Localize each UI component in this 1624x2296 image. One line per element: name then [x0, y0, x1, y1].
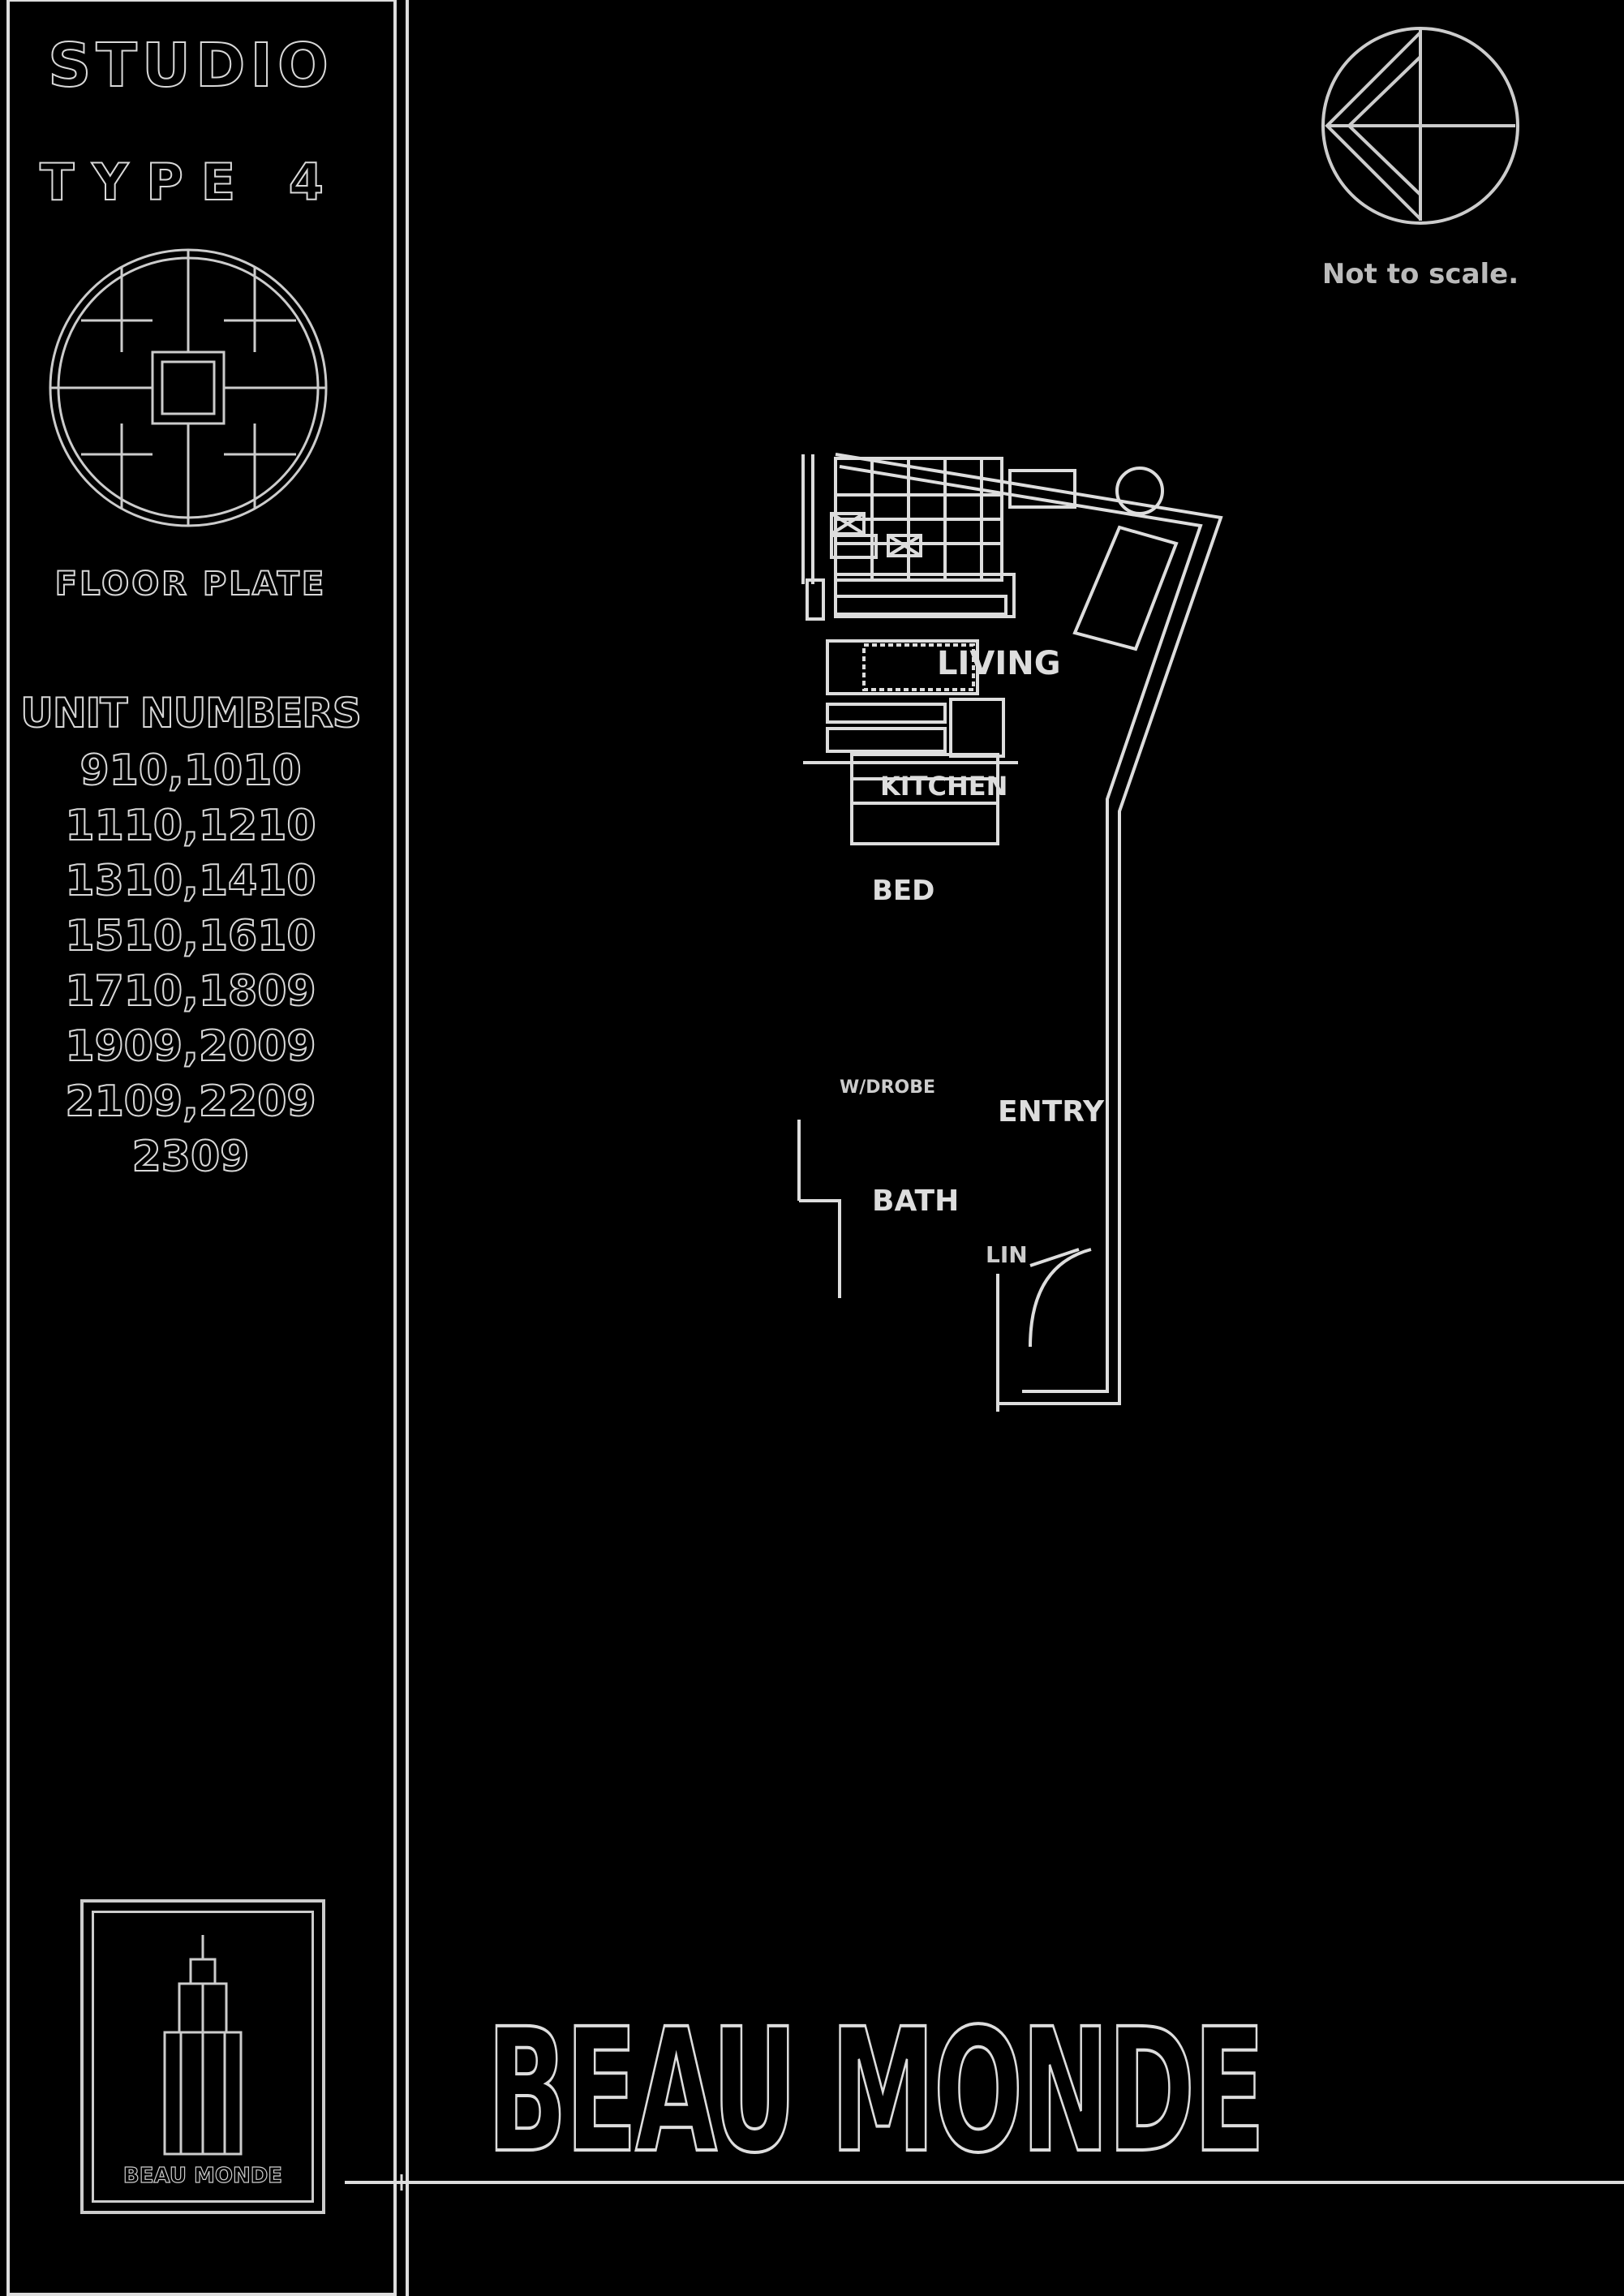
- unit-number-row: 1710,1809: [64, 966, 316, 1017]
- unit-numbers-list: UNIT NUMBERS 910,1010 1110,1210 1310,141…: [16, 689, 365, 1185]
- tower-icon: [163, 1935, 243, 2156]
- unit-number-row: 1510,1610: [64, 911, 316, 961]
- unit-numbers-heading: UNIT NUMBERS: [19, 689, 363, 737]
- unit-number-row: 1110,1210: [64, 801, 316, 851]
- unit-number-row: 910,1010: [79, 746, 302, 796]
- room-label-wardrobe: W/DROBE: [840, 1077, 936, 1098]
- unit-number-row: 2309: [131, 1132, 251, 1182]
- logo-text: BEAU MONDE: [122, 2163, 283, 2188]
- building-logo: BEAU MONDE: [80, 1899, 325, 2214]
- room-label-entry: ENTRY: [998, 1095, 1105, 1129]
- unit-style-title: STUDIO: [47, 30, 333, 101]
- brand-wordmark: BEAU MONDE: [486, 1990, 1266, 2192]
- unit-number-row: 1310,1410: [64, 856, 316, 906]
- room-label-bed: BED: [872, 875, 935, 907]
- room-label-bath: BATH: [872, 1185, 960, 1218]
- unit-number-row: 1909,2009: [64, 1021, 316, 1072]
- room-label-kitchen: KITCHEN: [880, 771, 1008, 802]
- unit-number-row: 2109,2209: [64, 1077, 316, 1127]
- unit-type-label: TYPE 4: [39, 152, 342, 213]
- floor-plate-label: FLOOR PLATE: [54, 565, 327, 604]
- scale-note: Not to scale.: [1321, 258, 1519, 290]
- room-label-linen: LIN: [986, 1241, 1028, 1268]
- room-label-living: LIVING: [937, 645, 1061, 682]
